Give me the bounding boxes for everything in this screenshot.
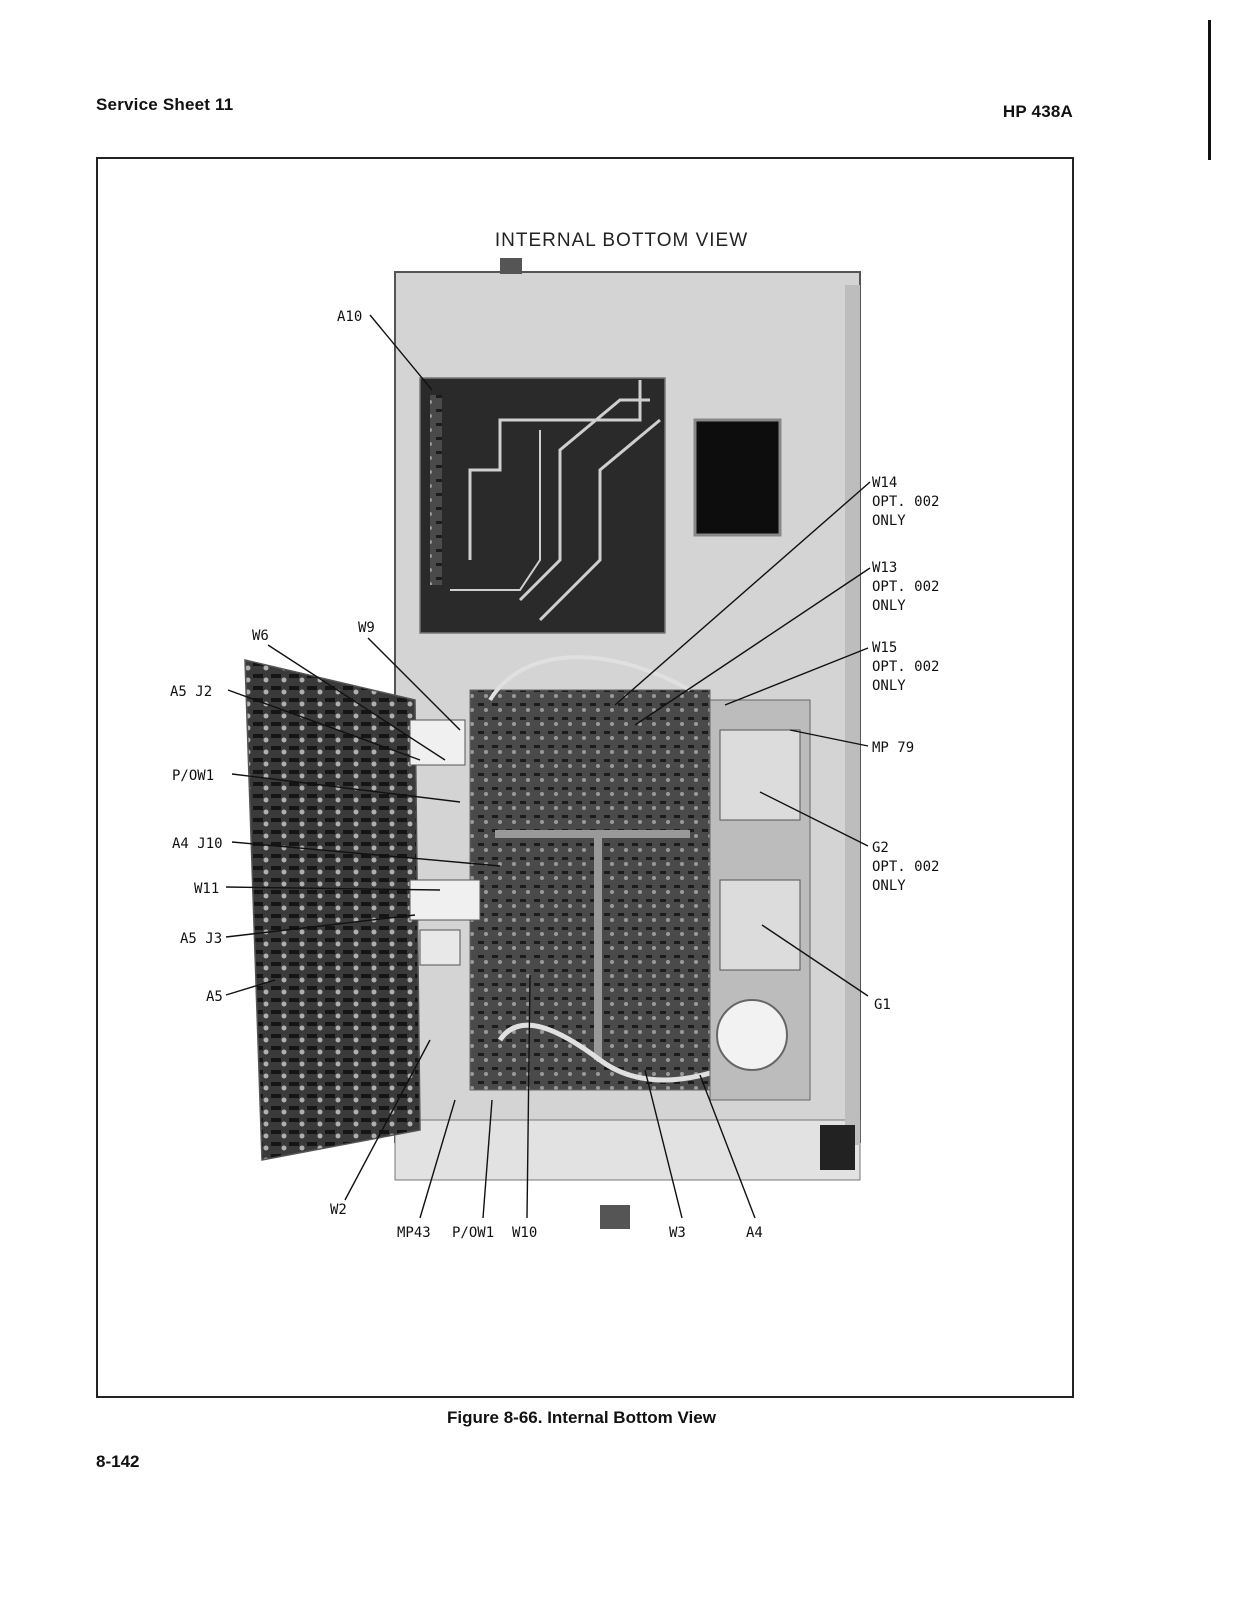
callout-w9: W9	[358, 620, 375, 636]
callout-w3: W3	[669, 1225, 686, 1241]
callout-w13-line1: W13	[872, 560, 897, 576]
callout-a10: A10	[337, 309, 362, 325]
callout-w14-line2: OPT. 002	[872, 494, 939, 510]
callout-w13-line2: OPT. 002	[872, 579, 939, 595]
callout-w14-line1: W14	[872, 475, 897, 491]
callout-pow1-left: P/OW1	[172, 768, 214, 784]
callout-a4-j10: A4 J10	[172, 836, 223, 852]
a4-board	[470, 657, 720, 1090]
callout-g2-line2: OPT. 002	[872, 859, 939, 875]
callout-w10: W10	[512, 1225, 537, 1241]
callout-a4: A4	[746, 1225, 763, 1241]
callout-g2-line3: ONLY	[872, 878, 906, 894]
callout-w6: W6	[252, 628, 269, 644]
callout-a5-j3: A5 J3	[180, 931, 222, 947]
callout-w15-line3: ONLY	[872, 678, 906, 694]
callout-mp43: MP43	[397, 1225, 431, 1241]
callout-w2: W2	[330, 1202, 347, 1218]
callout-pow1-bottom: P/OW1	[452, 1225, 494, 1241]
figure-caption: Figure 8-66. Internal Bottom View	[0, 1408, 1163, 1428]
callout-w14-line3: ONLY	[872, 513, 906, 529]
callout-w13-line3: ONLY	[872, 598, 906, 614]
callout-w15-line1: W15	[872, 640, 897, 656]
callout-g1: G1	[874, 997, 891, 1013]
callout-a5: A5	[206, 989, 223, 1005]
callout-mp79: MP 79	[872, 740, 914, 756]
battery-compartment	[710, 700, 810, 1100]
callout-w15-line2: OPT. 002	[872, 659, 939, 675]
callout-g2-line1: G2	[872, 840, 889, 856]
callout-w11: W11	[194, 881, 219, 897]
callout-a5-j2: A5 J2	[170, 684, 212, 700]
page-number: 8-142	[96, 1452, 139, 1472]
